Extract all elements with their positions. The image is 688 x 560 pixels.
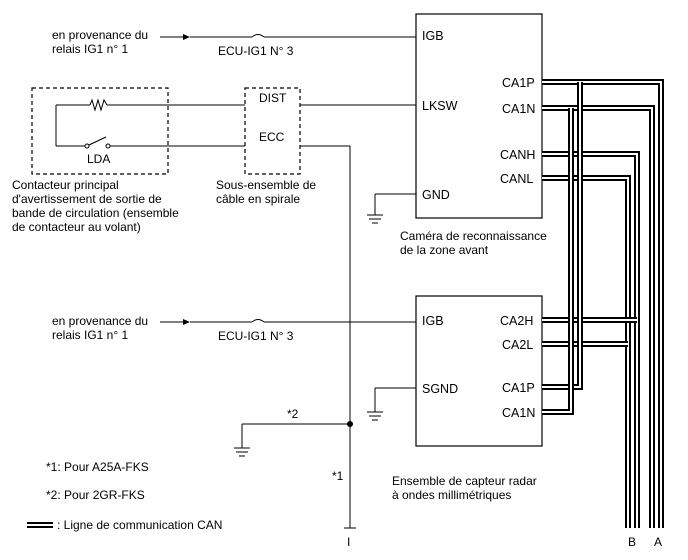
fuse-icon	[251, 34, 265, 38]
note-star2: *2: Pour 2GR-FKS	[46, 488, 145, 502]
ig1-source-bottom-line2: relais IG1 n° 1	[52, 328, 128, 342]
ig1-source-bottom-line1: en provenance du	[52, 314, 148, 328]
can-bus-bundle	[542, 79, 664, 528]
lda-switch-box	[31, 87, 169, 175]
radar-box	[415, 295, 543, 447]
ig1-source-top-line1: en provenance du	[52, 28, 148, 42]
radar-pin-ca2l: CA2L	[502, 338, 533, 352]
camera-pin-ca1n: CA1N	[502, 102, 535, 116]
camera-caption-line2: de la zone avant	[400, 243, 489, 257]
camera-ground	[367, 193, 416, 224]
switch-blade-icon	[88, 136, 107, 146]
marker-star1: *1	[332, 469, 344, 483]
radar-pin-sgnd: SGND	[422, 382, 458, 396]
radar-pin-ca2h: CA2H	[500, 314, 533, 328]
spiral-caption-line2: câble en spirale	[216, 192, 300, 206]
lda-caption-line4: de contacteur au volant)	[12, 220, 141, 234]
connector-b-label: B	[628, 535, 636, 549]
marker-star2: *2	[287, 407, 299, 421]
spiral-cable-box	[244, 87, 301, 175]
note-star1: *1: Pour A25A-FKS	[46, 460, 149, 474]
resistor-icon	[89, 98, 108, 112]
lda-label: LDA	[87, 152, 110, 166]
radar-pin-igb: IGB	[422, 314, 444, 328]
ig1-source-bottom: en provenance du relais IG1 n° 1	[52, 314, 148, 342]
spiral-pin-dist: DIST	[259, 91, 287, 105]
fuse-bottom-label: ECU-IG1 N° 3	[218, 329, 294, 343]
lda-switch-internals	[55, 98, 245, 149]
arrow-icon	[183, 34, 190, 40]
lda-caption-line2: d'avertissement de sortie de	[12, 192, 162, 206]
radar-ground	[367, 387, 416, 421]
ig1-source-top: en provenance du relais IG1 n° 1	[52, 28, 148, 56]
camera-pin-igb: IGB	[422, 29, 444, 43]
feed-wire-top	[160, 34, 416, 40]
camera-box	[415, 13, 543, 219]
arrow-icon	[183, 319, 190, 325]
camera-pin-gnd: GND	[422, 188, 450, 202]
junction-dot	[347, 421, 353, 427]
radar-caption-line1: Ensemble de capteur radar	[392, 474, 537, 488]
spiral-pin-ecc: ECC	[259, 130, 285, 144]
camera-pin-canh: CANH	[500, 148, 535, 162]
camera-caption: Caméra de reconnaissance de la zone avan…	[400, 229, 547, 257]
radar-pin-ca1p: CA1P	[502, 381, 535, 395]
connector-i-label: I	[347, 535, 350, 549]
lda-caption-line3: bande de circulation (ensemble	[12, 206, 179, 220]
camera-pin-canl: CANL	[500, 172, 533, 186]
radar-caption-line2: à ondes millimétriques	[392, 488, 511, 502]
switch-contact-icon	[84, 143, 90, 149]
fuse-top-label: ECU-IG1 N° 3	[218, 44, 294, 58]
spiral-caption: Sous-ensemble de câble en spirale	[216, 178, 316, 206]
radar-caption: Ensemble de capteur radar à ondes millim…	[392, 474, 537, 502]
ig1-source-top-line2: relais IG1 n° 1	[52, 42, 128, 56]
camera-caption-line1: Caméra de reconnaissance	[400, 229, 547, 243]
lda-caption-line1: Contacteur principal	[12, 178, 119, 192]
connector-a-label: A	[654, 535, 662, 549]
radar-pin-ca1n: CA1N	[502, 406, 535, 420]
legend-can-line-label: : Ligne de communication CAN	[57, 518, 222, 532]
camera-pin-lksw: LKSW	[422, 99, 458, 113]
feed-wire-bottom	[160, 319, 416, 325]
fuse-icon	[251, 319, 265, 323]
camera-pin-ca1p: CA1P	[502, 76, 535, 90]
spiral-caption-line1: Sous-ensemble de	[216, 178, 316, 192]
lda-caption: Contacteur principal d'avertissement de …	[12, 178, 179, 234]
variant-ground-branch	[234, 421, 353, 457]
